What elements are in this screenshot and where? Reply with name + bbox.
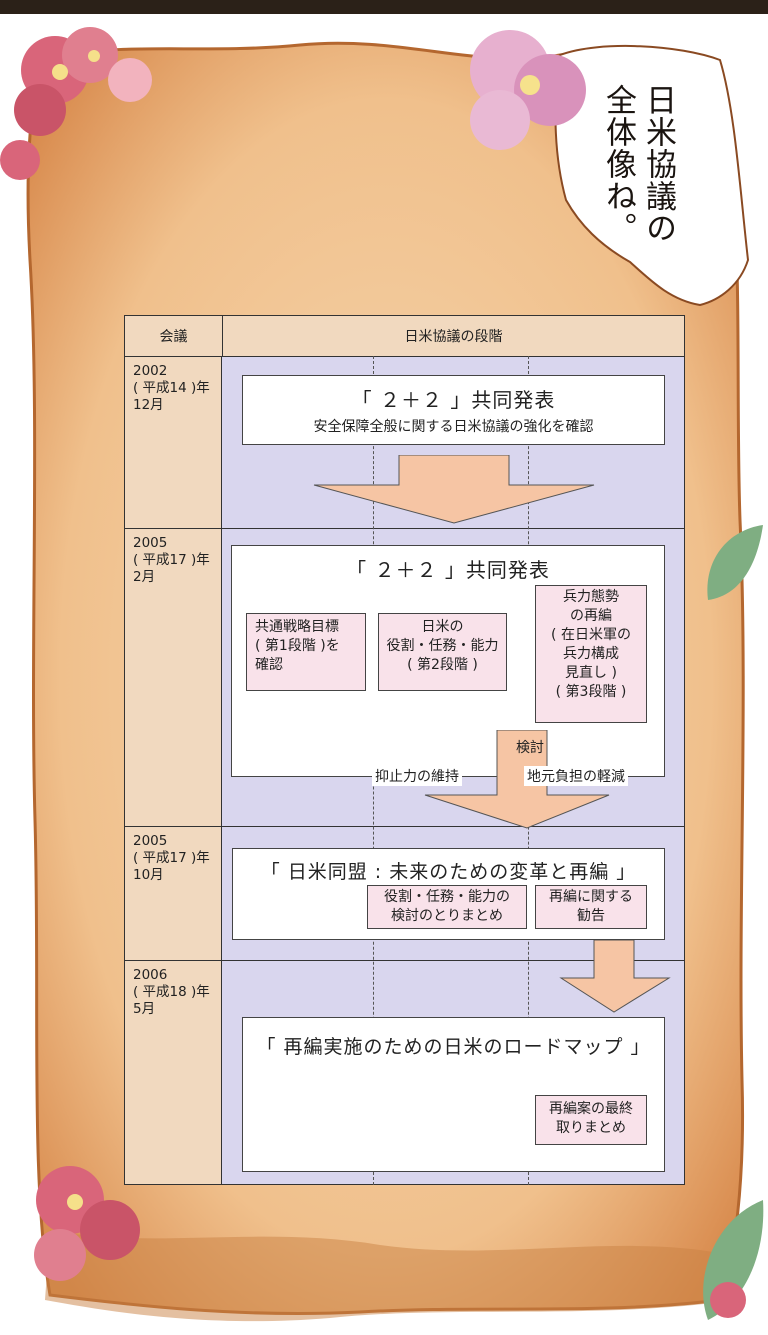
- speech-bubble-text: 日米協議の全体像ね。: [600, 84, 676, 244]
- stage-title: 「 ２＋２ 」共同発表: [351, 388, 556, 412]
- header-meeting: 会議: [124, 315, 223, 357]
- review-label: 検討: [516, 740, 544, 756]
- goal-local-burden: 地元負担の軽減: [524, 766, 628, 786]
- final-realignment-box: 再編案の最終 取りまとめ: [535, 1095, 647, 1145]
- stage-title: 「 再編実施のための日米のロードマップ 」: [256, 1036, 651, 1058]
- stage-title: 「 日米同盟 : 未来のための変革と再編 」: [260, 861, 637, 883]
- phase-1-box: 共通戦略目標 ( 第1段階 )を 確認: [246, 613, 366, 691]
- flower-top-left: [0, 27, 152, 180]
- row-divider: [222, 826, 685, 827]
- phase-2-box: 日米の 役割・任務・能力 ( 第2段階 ): [378, 613, 507, 691]
- down-arrow-3: [559, 940, 671, 1013]
- period-cell-2002: 2002 ( 平成14 )年 12月: [124, 356, 222, 529]
- header-stage: 日米協議の段階: [222, 315, 685, 357]
- top-border: [0, 0, 768, 14]
- stage-subtitle: 安全保障全般に関する日米協議の強化を確認: [313, 419, 594, 435]
- period-label: 2005 ( 平成17 )年 10月: [133, 833, 210, 883]
- stage-box-2006: 「 再編実施のための日米のロードマップ 」: [242, 1017, 665, 1172]
- row-divider: [222, 528, 685, 529]
- flower-top-center: [470, 30, 586, 150]
- role-mission-summary-box: 役割・任務・能力の 検討のとりまとめ: [367, 885, 527, 929]
- down-arrow-1: [313, 455, 595, 524]
- period-label: 2006 ( 平成18 )年 5月: [133, 967, 210, 1017]
- phase-3-box: 兵力態勢 の再編 ( 在日米軍の 兵力構成 見直し ) ( 第3段階 ): [535, 585, 647, 723]
- leaf-bottom-right: [703, 1200, 764, 1320]
- stage-box-2002: 「 ２＋２ 」共同発表 安全保障全般に関する日米協議の強化を確認: [242, 375, 665, 445]
- period-cell-2006: 2006 ( 平成18 )年 5月: [124, 960, 222, 1185]
- period-label: 2005 ( 平成17 )年 2月: [133, 535, 210, 585]
- period-cell-2005-feb: 2005 ( 平成17 )年 2月: [124, 528, 222, 827]
- realignment-recommendation-box: 再編に関する 勧告: [535, 885, 647, 929]
- row-divider: [222, 960, 685, 961]
- flower-bottom-left: [34, 1166, 140, 1281]
- down-arrow-2: [424, 730, 610, 829]
- leaf-right: [707, 525, 763, 600]
- goal-deterrence: 抑止力の維持: [372, 766, 462, 786]
- consultation-table: 会議 日米協議の段階 2002 ( 平成14 )年 12月 2005 ( 平成1…: [124, 315, 685, 1185]
- period-label: 2002 ( 平成14 )年 12月: [133, 363, 210, 413]
- stage-title: 「 ２＋２ 」共同発表: [346, 558, 550, 582]
- period-cell-2005-oct: 2005 ( 平成17 )年 10月: [124, 826, 222, 961]
